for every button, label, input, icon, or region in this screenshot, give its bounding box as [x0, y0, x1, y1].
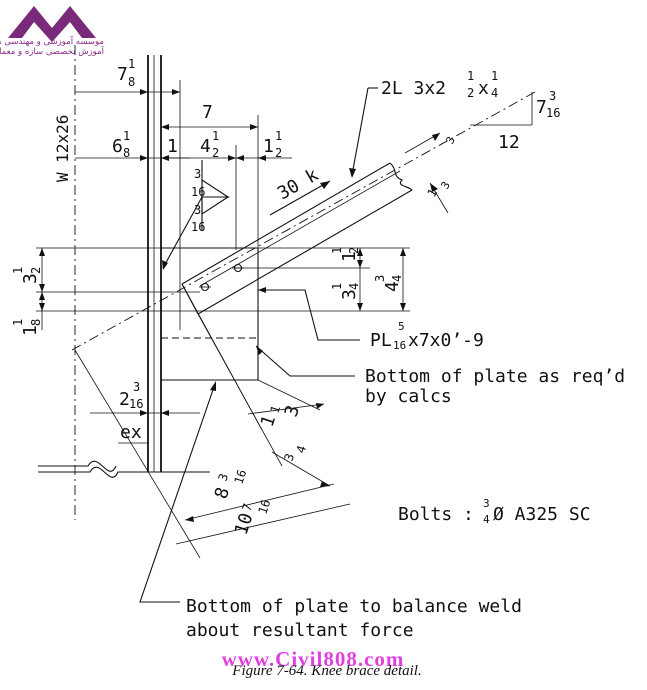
dim-1-1-2-num: 1: [275, 129, 282, 143]
dim-1-1-2b-num: 1: [330, 247, 344, 254]
dim-1-1-2-den: 2: [275, 146, 282, 160]
logo-line-1: موسسه آموزشی و مهندسی ۸۰۸: [0, 35, 104, 47]
dim-2-3-16-num: 3: [133, 380, 140, 394]
plate-size: x7x0’-9: [408, 330, 484, 351]
member-label: W 12x26: [53, 115, 72, 182]
dim-1-1-8-den: 8: [29, 319, 43, 326]
dim-2-3-16-den: 16: [129, 397, 143, 411]
dim-3-4-num: 3: [443, 134, 458, 146]
dim-10-7-16-num: 7: [240, 502, 256, 513]
civil808-logo-icon: موسسه آموزشی و مهندسی ۸۰۸ آموزش تخصصی سا…: [0, 6, 105, 57]
dim-6-1-8-num: 1: [123, 129, 130, 143]
dim-4-3-4-whole: 4: [382, 281, 403, 292]
plate-leader: [258, 287, 360, 341]
dim-10-7-16-whole: 10: [231, 510, 258, 537]
force-arrow: [269, 180, 331, 216]
angle-frac2-den: 4: [491, 86, 498, 100]
angle-leg-dims: [404, 132, 449, 214]
bolts-num: 3: [483, 497, 490, 510]
figure-caption: Figure 7-64. Knee brace detail.: [231, 663, 421, 679]
dim-3-1-2-den: 2: [29, 267, 43, 274]
right-dimensions: [236, 248, 406, 311]
bolts-prefix: Bolts :: [398, 504, 474, 525]
dim-1-3-4-num: 3: [438, 179, 453, 191]
dim-6-1-8-den: 8: [123, 146, 130, 160]
bolts-den: 4: [483, 513, 490, 526]
dim-7-1-8-num: 1: [128, 57, 135, 71]
dim-3-4b-den: 4: [294, 444, 310, 455]
dim-7-1-8-whole: 7: [117, 64, 128, 85]
weld-den-1: 16: [191, 185, 205, 199]
dim-1-1-8-num: 1: [11, 319, 25, 326]
bottom-calc-leader: [255, 345, 355, 377]
dim-1-1-8-whole: 1: [20, 325, 41, 336]
weld-den-2: 16: [191, 220, 205, 234]
dim-7: 7: [202, 102, 213, 123]
watermark: www.Civil808.com: [222, 647, 405, 671]
left-dimensions: [39, 248, 45, 330]
dim-4-1-2-whole: 4: [200, 136, 211, 157]
dim-6-1-8-whole: 6: [112, 136, 123, 157]
dim-1-1-2-whole: 1: [263, 136, 274, 157]
slope-den: 16: [546, 106, 560, 120]
plate-label: PL: [370, 330, 392, 351]
note-balance-line-1: Bottom of plate to balance weld: [186, 596, 522, 617]
top-dimensions: [75, 80, 292, 330]
dim-3-1-2-whole: 3: [20, 273, 41, 284]
slope-run: 12: [498, 132, 520, 153]
angle-frac1-den: 2: [467, 86, 474, 100]
slope-num: 3: [549, 89, 556, 103]
weld-symbol: [162, 160, 230, 270]
dim-8-3-16-den: 16: [232, 468, 250, 486]
dim-4-3-4-num: 3: [373, 275, 387, 282]
dim-10-7-16-den: 16: [256, 498, 274, 516]
dim-8-3-16-num: 3: [216, 472, 232, 483]
note-bottom-calc-line-1: Bottom of plate as req’d: [365, 366, 625, 387]
dim-4-3-4-den: 4: [390, 275, 404, 282]
plate-den: 16: [393, 339, 406, 352]
weld-num-2: 3: [194, 203, 201, 217]
dim-2-3-16-whole: 2: [119, 389, 130, 410]
note-balance-line-2: about resultant force: [186, 620, 414, 641]
gusset-plate: [36, 247, 410, 381]
slope-whole: 7: [536, 97, 547, 118]
angle-x: x: [478, 78, 489, 99]
dim-3-1-4-num: 1: [330, 283, 344, 290]
dim-3-1-2-num: 1: [11, 267, 25, 274]
dim-1-1-2b-den: 2: [347, 247, 361, 254]
plate-num: 5: [398, 320, 405, 333]
weld-num-1: 3: [194, 167, 201, 181]
column-w12x26: [38, 45, 210, 520]
bottom-left-dims: [90, 410, 200, 444]
dim-4-1-2-den: 2: [212, 146, 219, 160]
dim-3: 3: [281, 403, 304, 420]
slope-triangle: [470, 92, 533, 126]
dim-1-1-2c-num: 1: [268, 404, 284, 415]
balance-leader: [139, 381, 216, 603]
dim-1: 1: [167, 136, 178, 157]
dim-8-3-16-whole: 8: [211, 485, 234, 502]
dim-3-1-4-den: 4: [347, 283, 361, 290]
logo-line-2: آموزش تخصصی سازه و معماری: [0, 45, 105, 57]
diagonal-dimensions: [74, 283, 351, 559]
dim-3-4b-num: 3: [282, 452, 298, 463]
dim-7-1-8-den: 8: [128, 75, 135, 89]
dim-1-1-2b-whole: 1: [339, 251, 360, 262]
angle-frac1-num: 1: [467, 69, 474, 83]
bolts-spec: Ø A325 SC: [493, 504, 591, 525]
dim-3-1-4-whole: 3: [339, 289, 360, 300]
note-bottom-calc-line-2: by calcs: [365, 386, 452, 407]
angle-label: 2L 3x2: [381, 78, 446, 99]
angle-frac2-num: 1: [491, 69, 498, 83]
dim-4-1-2-num: 1: [212, 129, 219, 143]
ex-label: ex: [120, 422, 142, 443]
force-label: 30 k: [274, 164, 322, 204]
